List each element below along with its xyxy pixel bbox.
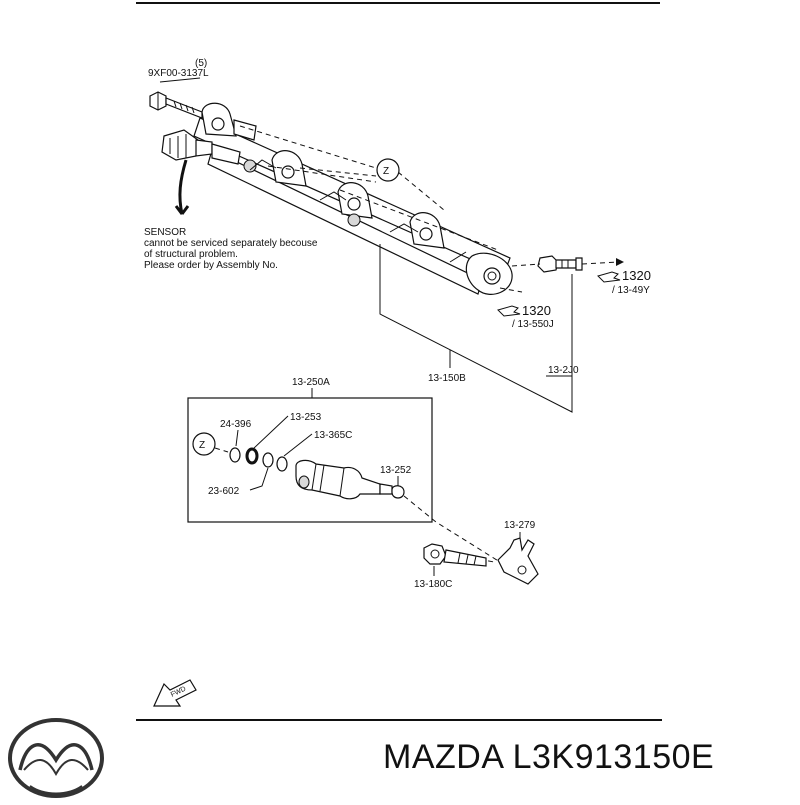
- label-24-396: 24-396: [220, 419, 252, 430]
- ref-dash-line: [511, 263, 541, 267]
- hand-pointer-icon: [497, 305, 521, 317]
- injector-insulator-icon: [391, 485, 405, 499]
- bolt-icon: [149, 77, 203, 119]
- bolt-part-label: 9XF00-3137L: [148, 68, 209, 79]
- fuel-rail-icon: [193, 102, 513, 295]
- ref-dash-line: [403, 495, 501, 563]
- ref-dash-line: [397, 171, 445, 211]
- ref-dash-line: [499, 287, 523, 293]
- label-23-602: 23-602: [208, 486, 240, 497]
- arrowhead-icon: [616, 258, 624, 266]
- sensor-leader: [174, 159, 190, 215]
- ref-1320-a: 1320: [622, 268, 651, 283]
- clamp-bolt-icon: [423, 543, 487, 567]
- brand-part-number: MAZDA L3K913150E: [383, 738, 714, 777]
- ref-dash-line: [267, 165, 377, 183]
- label-13-252: 13-252: [380, 465, 412, 476]
- label-13-250a: 13-250A: [292, 377, 330, 388]
- label-13-2j0: 13-2J0: [548, 365, 579, 376]
- ref-dash-line: [299, 167, 377, 177]
- ref-dash-line: [214, 447, 229, 453]
- ref-dash-line: [339, 189, 499, 251]
- sensor-note-line-3: of structural problem.: [144, 249, 238, 260]
- label-13-150b: 13-150B: [428, 373, 466, 384]
- fwd-arrow-icon: FWD: [153, 679, 197, 707]
- sensor-note-line-2: cannot be serviced separately becouse: [144, 238, 318, 249]
- sensor-note-line-1: SENSOR: [144, 227, 186, 238]
- ref-dash-line: [581, 261, 619, 265]
- part-number: L3K913150E: [512, 738, 715, 776]
- svg-text:Z: Z: [199, 440, 205, 451]
- svg-text:Z: Z: [383, 166, 389, 177]
- leader-line: [283, 433, 313, 457]
- brand-name: MAZDA: [383, 738, 503, 776]
- ref-marker-z-top: Z: [376, 158, 400, 182]
- mazda-logo-icon: [8, 718, 104, 798]
- label-13-365c: 13-365C: [314, 430, 352, 441]
- label-13-180c: 13-180C: [414, 579, 452, 590]
- bolt-qty-label: (5): [195, 58, 207, 69]
- ref-13-49y: / 13-49Y: [612, 285, 650, 296]
- assembly-bracket: [379, 244, 573, 413]
- o-ring-13-253-icon: [245, 447, 259, 465]
- ring-23-602-icon: [262, 452, 274, 468]
- injector-kit-box: [187, 397, 433, 523]
- ring-13-365c-icon: [276, 456, 288, 472]
- label-13-279: 13-279: [504, 520, 536, 531]
- ref-1320-b: 1320: [522, 303, 551, 318]
- rail-bolt-icon: [537, 255, 583, 273]
- ref-13-550j: / 13-550J: [512, 319, 554, 330]
- leader-line: [249, 467, 269, 491]
- leader-line: [253, 415, 289, 449]
- leader-line: [235, 429, 239, 447]
- fuel-injector-icon: [295, 459, 393, 500]
- pressure-sensor-icon: [161, 129, 241, 165]
- ref-dash-line: [239, 125, 377, 169]
- injector-clamp-icon: [497, 537, 539, 585]
- sensor-note-line-4: Please order by Assembly No.: [144, 260, 278, 271]
- hand-pointer-icon: [597, 271, 621, 283]
- ref-marker-z-kit: Z: [192, 432, 216, 456]
- seal-ring-24-396-icon: [229, 447, 241, 463]
- label-13-253: 13-253: [290, 412, 322, 423]
